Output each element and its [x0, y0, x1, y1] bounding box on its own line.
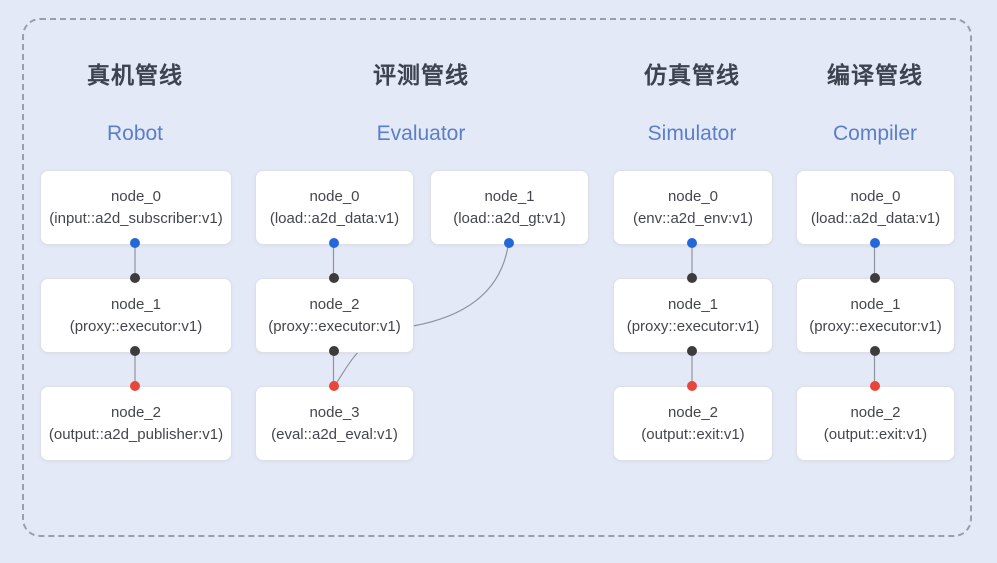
node-name: node_2 — [110, 403, 162, 421]
pipeline-title-cn: 评测管线 — [373, 62, 469, 88]
node-name: node_2 — [309, 295, 360, 313]
input-port-dot — [869, 273, 880, 283]
node-type: (proxy::executor:v1) — [268, 318, 401, 335]
output-port-dot — [687, 238, 697, 248]
node-box-robot-node-2[interactable]: node_2 (output::a2d_publisher:v1) — [40, 386, 232, 461]
node-box-compiler-node-2[interactable]: node_2 (output::exit:v1) — [796, 386, 955, 461]
pipeline-title-cn: 编译管线 — [827, 62, 923, 88]
node-box-simulator-node-1[interactable]: node_1 (proxy::executor:v1) — [613, 278, 773, 353]
node-box-evaluator-node-3[interactable]: node_3 (eval::a2d_eval:v1) — [255, 386, 414, 461]
node-box-simulator-node-0[interactable]: node_0 (env::a2d_env:v1) — [613, 170, 773, 245]
node-name: node_3 — [309, 403, 360, 421]
pipeline-header-simulator: 仿真管线 Simulator — [572, 62, 812, 146]
output-port-dot — [328, 346, 339, 356]
pipeline-title-en: Robot — [106, 121, 164, 145]
pipeline-title-cn: 真机管线 — [87, 62, 183, 88]
node-type: (load::a2d_gt:v1) — [453, 210, 566, 227]
output-port-dot — [869, 346, 880, 356]
node-name: node_0 — [309, 187, 360, 205]
input-port-dot — [130, 273, 140, 283]
node-name: node_0 — [110, 187, 162, 205]
node-type: (load::a2d_data:v1) — [269, 210, 400, 227]
node-type: (eval::a2d_eval:v1) — [271, 426, 398, 443]
node-type: (load::a2d_data:v1) — [810, 210, 941, 227]
node-name: node_0 — [850, 187, 901, 205]
node-name: node_1 — [850, 295, 901, 313]
pipeline-header-evaluator: 评测管线 Evaluator — [301, 62, 541, 146]
node-type: (output::exit:v1) — [641, 426, 745, 443]
output-port-dot — [687, 346, 697, 356]
output-port-dot — [503, 238, 514, 248]
node-box-evaluator-node-2[interactable]: node_2 (proxy::executor:v1) — [255, 278, 414, 353]
output-port-dot — [328, 238, 339, 248]
node-name: node_0 — [667, 187, 719, 205]
final-input-port-dot — [328, 381, 339, 391]
node-type: (proxy::executor:v1) — [809, 318, 942, 335]
node-box-evaluator-node-1[interactable]: node_1 (load::a2d_gt:v1) — [430, 170, 589, 245]
input-port-dot — [328, 273, 339, 283]
pipeline-title-en: Simulator — [647, 121, 737, 145]
pipeline-header-robot: 真机管线 Robot — [15, 62, 255, 146]
node-type: (env::a2d_env:v1) — [632, 210, 754, 227]
node-name: node_1 — [667, 295, 719, 313]
pipeline-title-en: Compiler — [832, 121, 918, 145]
dashed-border-panel — [22, 18, 972, 537]
node-name: node_1 — [110, 295, 162, 313]
node-box-robot-node-0[interactable]: node_0 (input::a2d_subscriber:v1) — [40, 170, 232, 245]
final-input-port-dot — [687, 381, 697, 391]
final-input-port-dot — [869, 381, 880, 391]
node-name: node_1 — [484, 187, 535, 205]
node-type: (input::a2d_subscriber:v1) — [49, 210, 223, 227]
node-name: node_2 — [667, 403, 719, 421]
pipeline-header-compiler: 编译管线 Compiler — [755, 62, 995, 146]
node-box-evaluator-node-0[interactable]: node_0 (load::a2d_data:v1) — [255, 170, 414, 245]
output-port-dot — [869, 238, 880, 248]
pipeline-title-cn: 仿真管线 — [644, 62, 740, 88]
final-input-port-dot — [130, 381, 140, 391]
node-type: (proxy::executor:v1) — [69, 318, 203, 335]
input-port-dot — [687, 273, 697, 283]
output-port-dot — [130, 238, 140, 248]
node-box-simulator-node-2[interactable]: node_2 (output::exit:v1) — [613, 386, 773, 461]
output-port-dot — [130, 346, 140, 356]
node-type: (proxy::executor:v1) — [626, 318, 760, 335]
node-name: node_2 — [850, 403, 901, 421]
node-box-compiler-node-1[interactable]: node_1 (proxy::executor:v1) — [796, 278, 955, 353]
node-type: (output::exit:v1) — [823, 426, 928, 443]
node-box-compiler-node-0[interactable]: node_0 (load::a2d_data:v1) — [796, 170, 955, 245]
pipeline-title-en: Evaluator — [376, 121, 466, 145]
node-box-robot-node-1[interactable]: node_1 (proxy::executor:v1) — [40, 278, 232, 353]
node-type: (output::a2d_publisher:v1) — [48, 426, 224, 443]
